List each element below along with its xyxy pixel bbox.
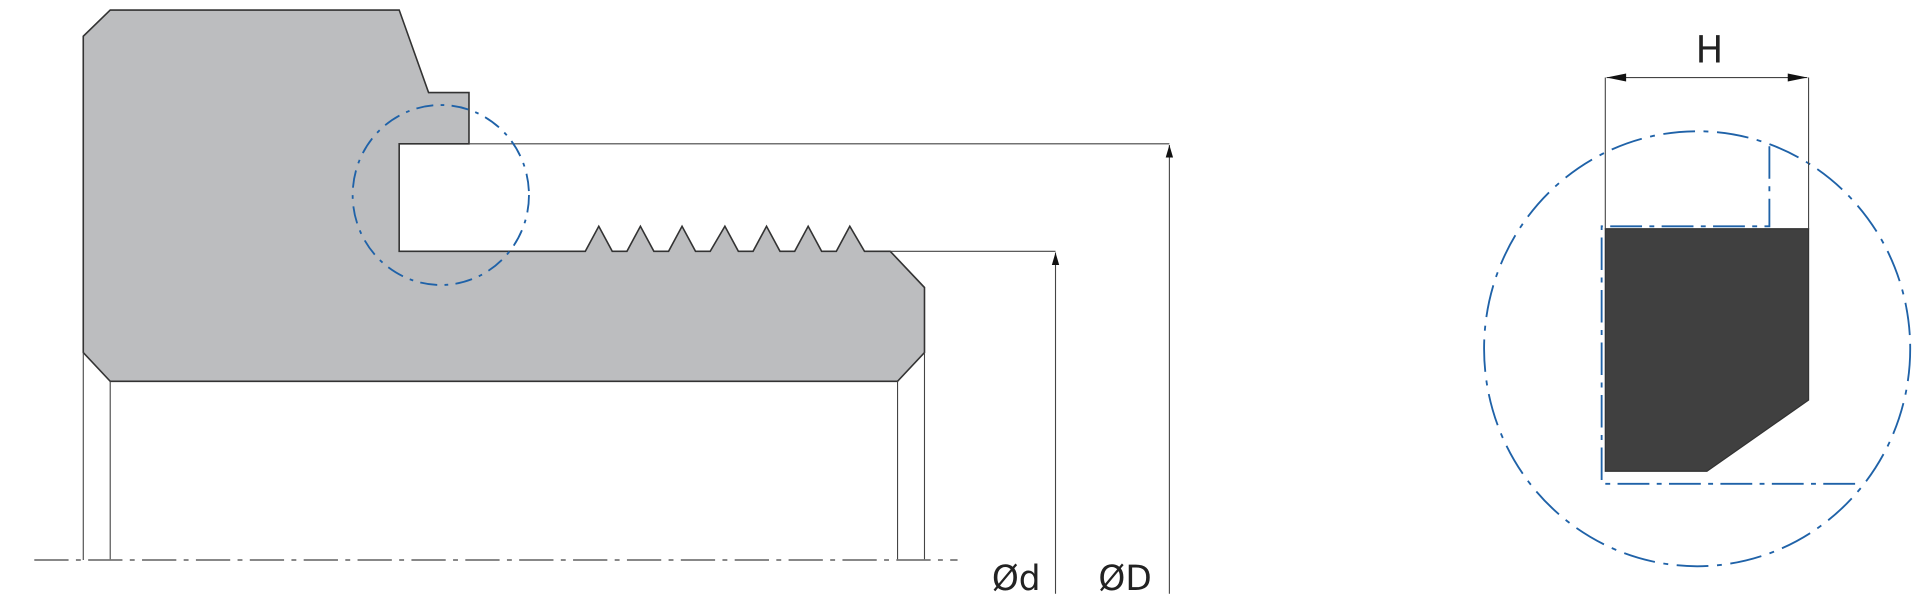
seal-profile [1604,228,1810,472]
height-label: H [1696,28,1724,71]
height-extension-lines [1604,77,1810,229]
extension-lines [82,143,1170,560]
inner-diameter-label: Ød [992,559,1041,599]
seal-body [82,9,926,383]
detail-circle-small [351,104,530,286]
detail-circle-large [1483,130,1912,568]
groove-outline [1600,146,1863,485]
outer-diameter-label: ØD [1098,559,1151,599]
